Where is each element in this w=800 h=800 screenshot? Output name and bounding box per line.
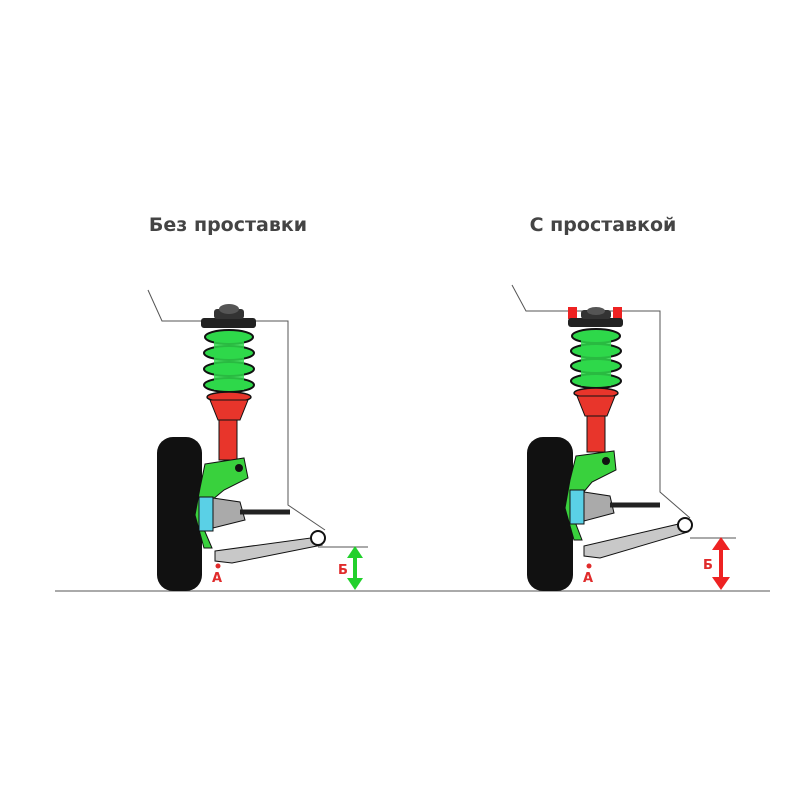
left-damper bbox=[206, 391, 252, 461]
right-steering-knuckle bbox=[564, 450, 617, 541]
left-b-arrow bbox=[347, 546, 363, 590]
right-tire bbox=[527, 437, 573, 591]
right-coil-spring bbox=[570, 328, 622, 389]
left-point-b-label: Б bbox=[338, 563, 348, 578]
right-point-a-marker bbox=[586, 563, 592, 569]
title-without-spacer: Без проставки bbox=[148, 214, 308, 236]
right-drive-shaft bbox=[583, 491, 660, 522]
right-point-a-label: А bbox=[583, 571, 593, 586]
left-point-a-label: А bbox=[212, 571, 222, 586]
left-coil-spring bbox=[203, 329, 255, 393]
left-tire bbox=[157, 437, 202, 591]
left-point-a-marker bbox=[215, 563, 221, 569]
right-spacer-left bbox=[568, 307, 577, 319]
right-damper bbox=[573, 387, 619, 453]
left-suspension: А Б bbox=[147, 289, 368, 591]
left-top-mount bbox=[201, 304, 256, 328]
right-spacer-right bbox=[613, 307, 622, 319]
left-steering-knuckle bbox=[194, 457, 249, 549]
left-drive-shaft bbox=[212, 497, 290, 529]
right-top-mount bbox=[568, 307, 623, 327]
left-control-arm bbox=[214, 530, 326, 564]
right-point-b-label: Б bbox=[703, 558, 713, 573]
left-reference-line bbox=[147, 289, 326, 531]
right-control-arm bbox=[583, 517, 693, 559]
right-suspension: А Б bbox=[511, 284, 736, 591]
right-b-arrow bbox=[712, 537, 730, 590]
title-with-spacer: С проставкой bbox=[529, 214, 677, 236]
right-reference-line bbox=[511, 284, 691, 519]
